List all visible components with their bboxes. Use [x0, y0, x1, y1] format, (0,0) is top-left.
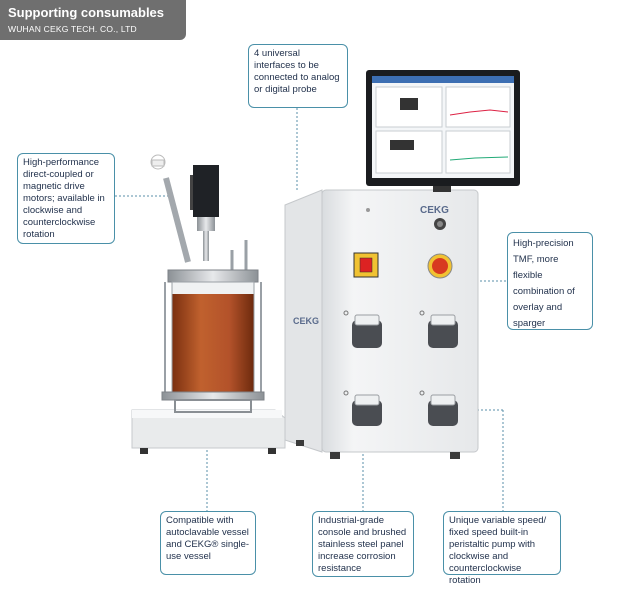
callout-peristaltic-pump: Unique variable speed/ fixed speed built…	[443, 511, 561, 586]
header-title: Supporting consumables	[8, 5, 165, 20]
header-banner: Supporting consumables WUHAN CEKG TECH. …	[0, 0, 186, 40]
callout-text: 4 universal interfaces to be connected t…	[254, 48, 340, 95]
glass-vessel-icon	[161, 269, 265, 413]
console-cabinet	[284, 189, 479, 459]
peristaltic-pump-icon	[352, 394, 382, 426]
callout-text: High-performance direct-coupled or magne…	[23, 157, 105, 240]
callout-drive-motors: High-performance direct-coupled or magne…	[17, 153, 115, 244]
console-logo: CEKG	[420, 205, 449, 216]
vessel-base-plate	[131, 409, 286, 454]
callout-console: Industrial-grade console and brushed sta…	[312, 511, 414, 577]
drive-motor-icon	[190, 165, 219, 261]
callout-text: Compatible with autoclavable vessel and …	[166, 515, 250, 562]
callout-tmf: High-precision TMF, more flexible combin…	[507, 232, 593, 330]
side-logo: CEKG	[293, 316, 319, 326]
callout-universal-interfaces: 4 universal interfaces to be connected t…	[248, 44, 348, 108]
touchscreen-monitor-icon	[366, 70, 520, 192]
peristaltic-pump-icon	[428, 394, 458, 426]
callout-text: High-precision TMF, more flexible combin…	[513, 238, 575, 329]
exhaust-condenser-icon	[150, 154, 191, 263]
peristaltic-pump-icon	[352, 314, 382, 348]
peristaltic-pump-icon	[428, 314, 458, 348]
callout-text: Industrial-grade console and brushed sta…	[318, 515, 407, 574]
callout-text: Unique variable speed/ fixed speed built…	[449, 515, 547, 586]
header-subtitle: WUHAN CEKG TECH. CO., LTD	[8, 24, 137, 34]
callout-vessel-compatibility: Compatible with autoclavable vessel and …	[160, 511, 256, 575]
